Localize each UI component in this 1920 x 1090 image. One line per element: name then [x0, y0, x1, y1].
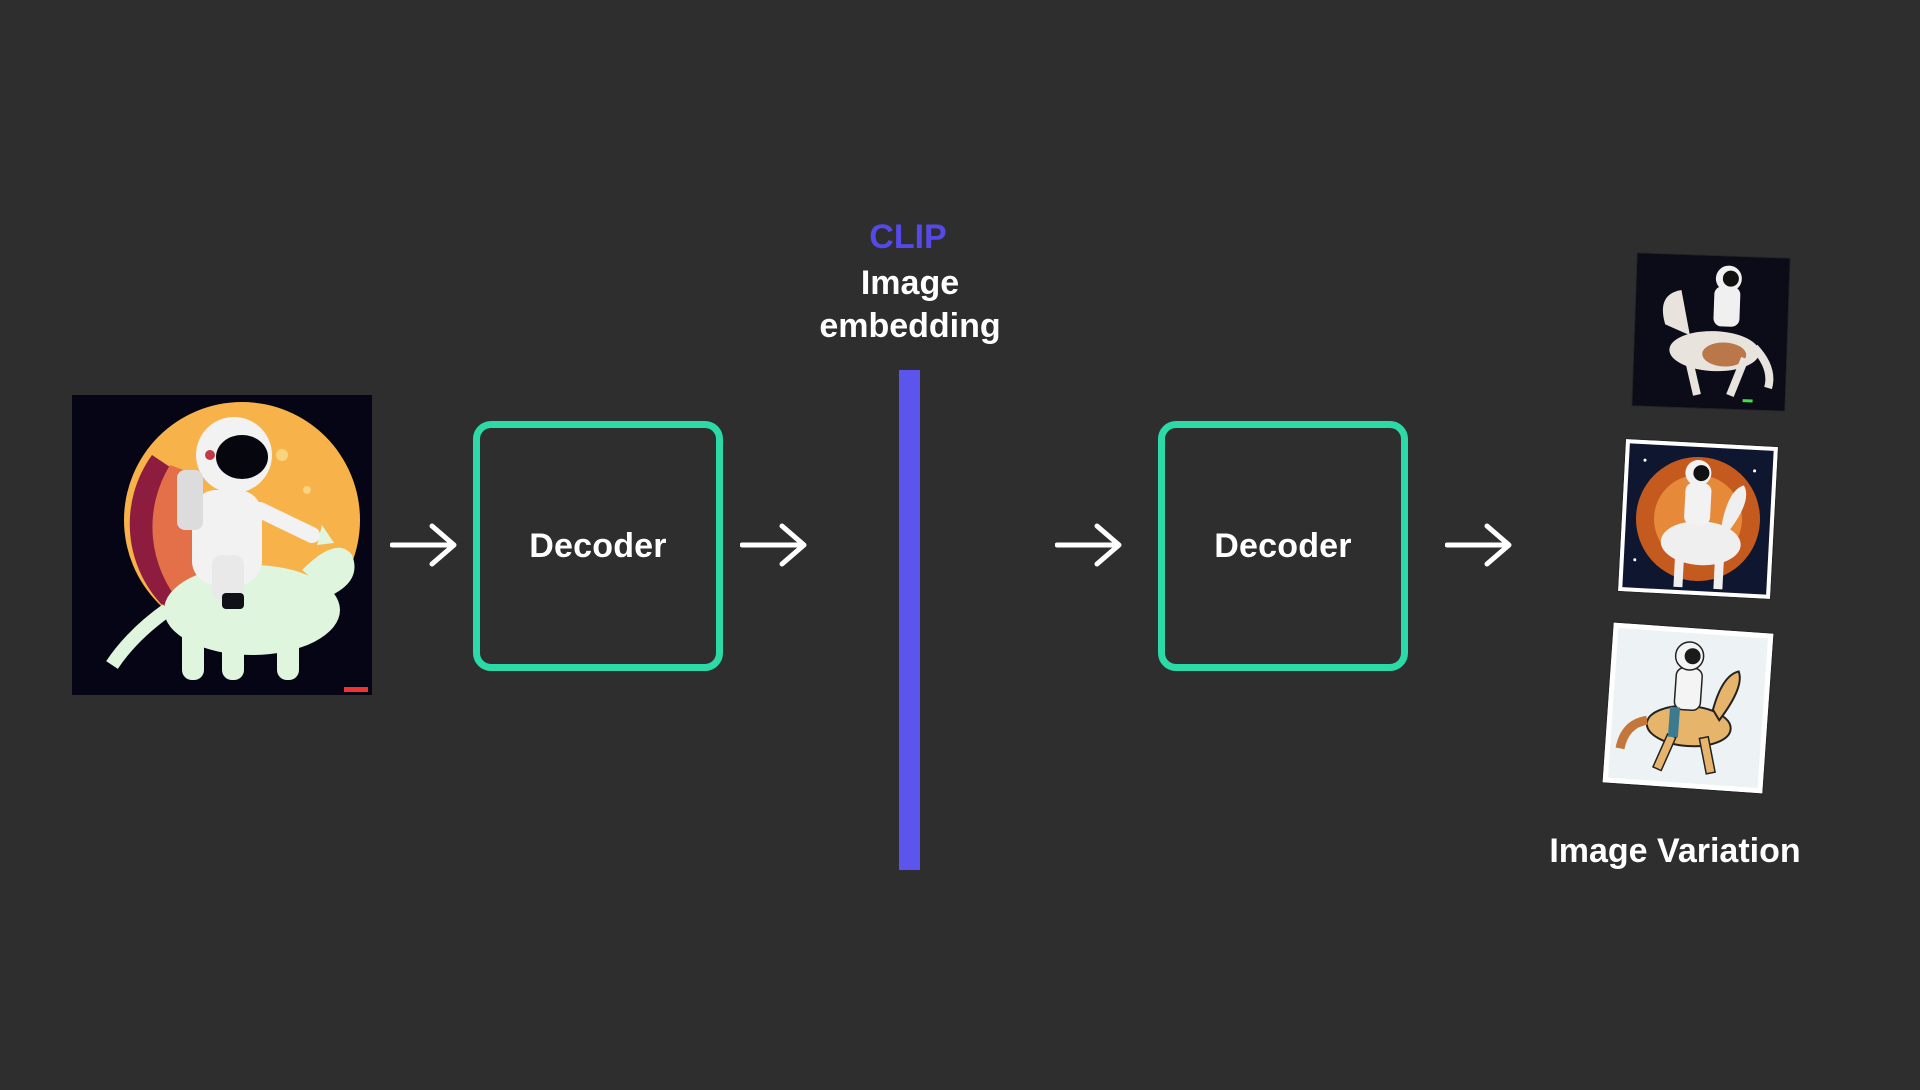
arrow-right-icon [390, 523, 457, 567]
variation-image-2 [1618, 439, 1778, 599]
arrow-right-icon [1445, 523, 1512, 567]
embedding-label-line-2: embedding [819, 307, 1001, 345]
astronaut-horse-illustration [72, 395, 372, 695]
arrow-right-icon [1055, 523, 1122, 567]
decoder-1-label: Decoder [529, 526, 667, 565]
variation-image-3 [1602, 622, 1774, 794]
embedding-bar [899, 370, 920, 870]
embedding-label-line-1: Image [860, 264, 960, 302]
decoder-2-label: Decoder [1214, 526, 1352, 565]
embedding-label: Image embedding [780, 262, 1040, 348]
decoder-box-1: Decoder [473, 421, 723, 671]
variation-image-1 [1632, 253, 1790, 411]
variation-label: Image Variation [1549, 832, 1801, 870]
arrow-right-icon [740, 523, 807, 567]
decoder-box-2: Decoder [1158, 421, 1408, 671]
clip-title: CLIP [869, 218, 947, 256]
input-image [72, 395, 372, 695]
